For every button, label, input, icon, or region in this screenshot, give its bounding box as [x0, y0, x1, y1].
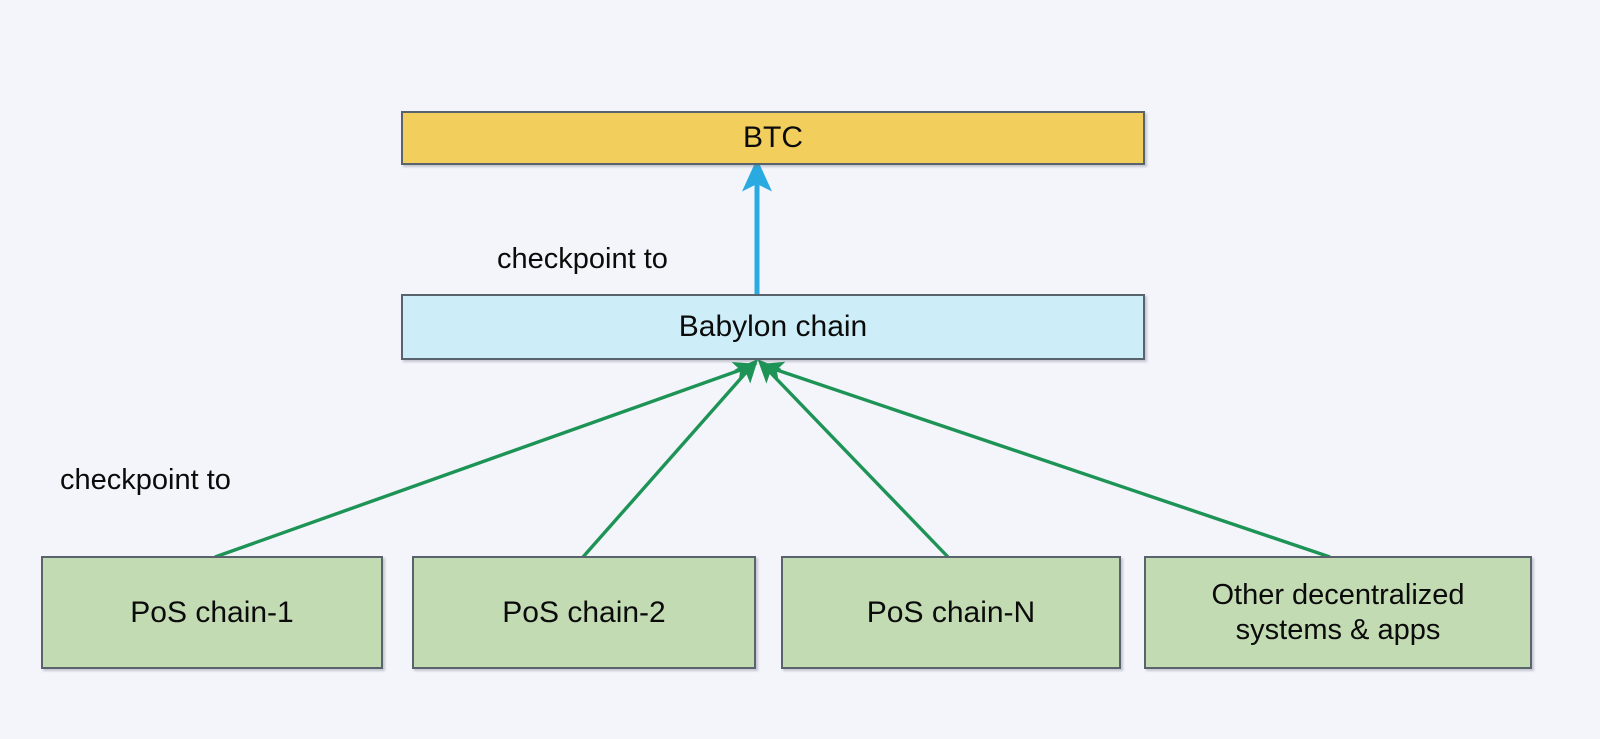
node-pos-chain-n[interactable]: PoS chain-N — [781, 556, 1121, 669]
edge-label-babylon-to-btc: checkpoint to — [497, 243, 668, 275]
edge-pos-2-to-babylon — [581, 358, 759, 559]
edge-label-pos-to-babylon: checkpoint to — [60, 464, 231, 496]
node-other-decentralized-systems-label: Other decentralized systems & apps — [1211, 579, 1465, 646]
node-pos-chain-2-label: PoS chain-2 — [502, 595, 666, 629]
node-btc[interactable]: BTC — [401, 111, 1145, 165]
edge-pos-1-to-babylon — [214, 361, 758, 559]
node-babylon-chain-label: Babylon chain — [678, 310, 868, 344]
node-btc-label: BTC — [743, 121, 803, 155]
edge-pos-4-to-babylon — [759, 361, 1331, 559]
node-other-decentralized-systems[interactable]: Other decentralized systems & apps — [1144, 556, 1532, 669]
node-pos-chain-2[interactable]: PoS chain-2 — [412, 556, 756, 669]
node-babylon-chain[interactable]: Babylon chain — [401, 294, 1145, 360]
node-pos-chain-1[interactable]: PoS chain-1 — [41, 556, 383, 669]
node-pos-chain-n-label: PoS chain-N — [866, 595, 1036, 629]
edge-pos-3-to-babylon — [757, 359, 950, 559]
node-pos-chain-1-label: PoS chain-1 — [130, 595, 294, 629]
